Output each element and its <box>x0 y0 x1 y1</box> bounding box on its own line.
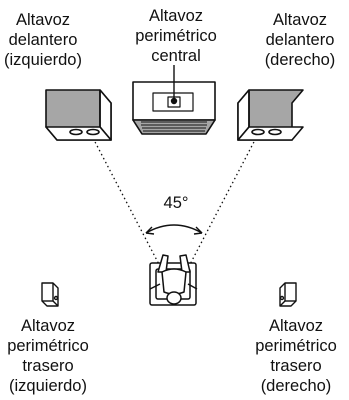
center-speaker-icon <box>132 65 216 135</box>
front-left-guide-line <box>92 137 164 273</box>
angle-arc <box>145 224 203 235</box>
listener-icon <box>149 254 198 306</box>
center-speaker-label: Altavoz perimétrico central <box>135 7 217 65</box>
front-right-guide-line <box>185 137 257 273</box>
rear-left-speaker-icon <box>41 282 59 307</box>
angle-label: 45° <box>163 194 189 212</box>
rear-left-speaker-label: Altavoz perimétrico trasero (izquierdo) <box>7 317 89 395</box>
front-right-speaker-icon <box>237 89 304 141</box>
front-left-speaker-icon <box>45 89 112 141</box>
front-left-speaker-label: Altavoz delantero (izquierdo) <box>4 11 82 69</box>
front-right-speaker-label: Altavoz delantero (derecho) <box>264 11 336 69</box>
rear-right-speaker-label: Altavoz perimétrico trasero (derecho) <box>255 317 337 395</box>
rear-right-speaker-icon <box>279 282 297 307</box>
